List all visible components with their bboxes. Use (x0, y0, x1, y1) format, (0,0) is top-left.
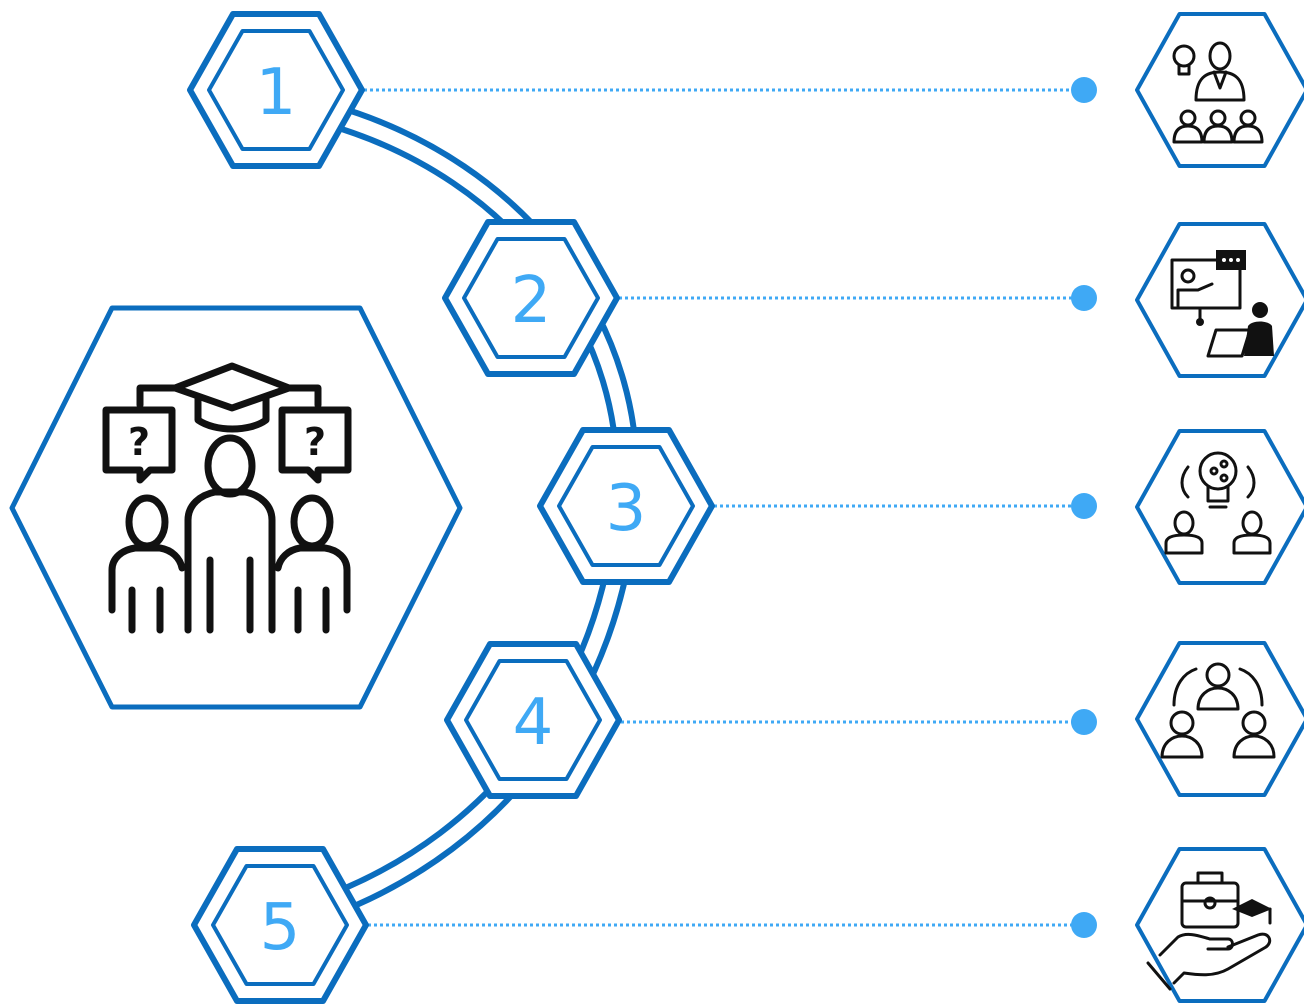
online-teaching-video-call-icon (1170, 250, 1274, 358)
step-hexagon-inner (464, 659, 602, 781)
step-number-1: 1 (256, 56, 297, 130)
connector-dot-4 (1071, 709, 1097, 735)
step-hexagon-2: 2 (442, 219, 620, 377)
step-hexagon-inner (211, 864, 349, 986)
step-hexagon-inner (207, 29, 345, 151)
step-number-2: 2 (511, 264, 552, 338)
step-icon-hexagon-4 (1135, 641, 1304, 797)
step-icon-hexagon-2 (1135, 222, 1304, 378)
connector-dot-1 (1071, 77, 1097, 103)
svg-text:?: ? (304, 420, 326, 464)
career-briefcase-in-hand-icon (1146, 871, 1272, 991)
step-hexagon-1: 1 (187, 11, 365, 169)
connector-dot-5 (1071, 912, 1097, 938)
group-exchange-circle-icon (1160, 662, 1276, 759)
step-hexagon-5: 5 (191, 846, 369, 1004)
step-number-4: 4 (513, 686, 554, 760)
shared-idea-collaboration-icon (1164, 451, 1272, 555)
icon-hexagon-shape (1135, 222, 1304, 378)
step-hexagon-inner (557, 445, 695, 567)
svg-text:?: ? (128, 420, 150, 464)
students-with-graduation-cap-and-questions-icon: ? ? (102, 362, 352, 634)
step-number-5: 5 (260, 891, 301, 965)
presenter-with-audience-idea-icon (1172, 41, 1264, 144)
connector-dot-2 (1071, 285, 1097, 311)
connector-dot-3 (1071, 493, 1097, 519)
step-hexagon-4: 4 (444, 641, 622, 799)
step-hexagon-inner (462, 237, 600, 359)
step-icon-hexagon-3 (1135, 429, 1304, 585)
step-number-3: 3 (606, 472, 647, 546)
step-hexagon-3: 3 (537, 427, 715, 585)
icon-hexagon-shape (1135, 847, 1304, 1003)
step-icon-hexagon-1 (1135, 12, 1304, 168)
step-icon-hexagon-5 (1135, 847, 1304, 1003)
